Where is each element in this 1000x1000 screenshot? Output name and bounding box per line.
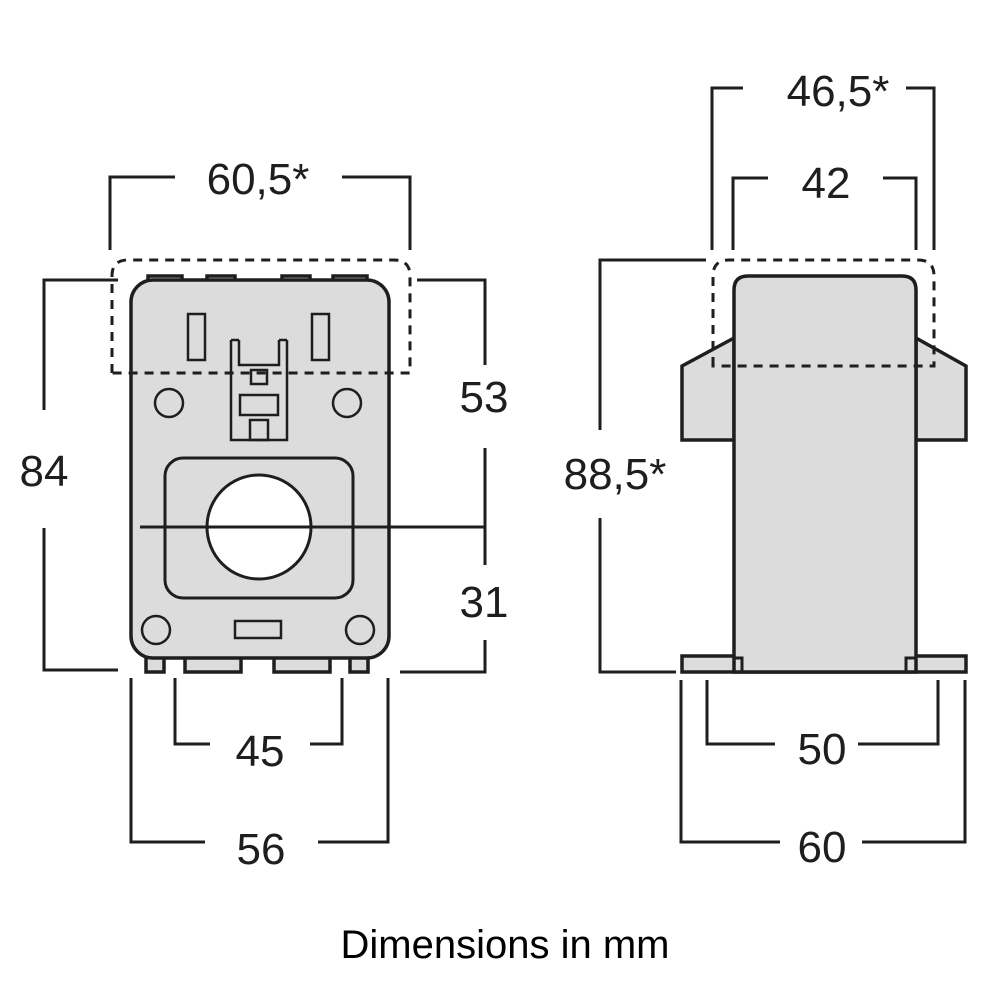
mount-hole-top-left: [153, 387, 185, 419]
dim-front-height-upper-bracket: [42, 278, 118, 410]
dim-front-upper-bracket: [417, 278, 487, 365]
dim-front-upper: 53: [460, 373, 509, 422]
dim-side-feet-left-bracket: [705, 680, 775, 746]
side-wing-right: [914, 335, 968, 442]
caption: Dimensions in mm: [341, 923, 670, 967]
dim-side-top-inner: 42: [802, 159, 851, 208]
dim-front-width-left-bracket: [129, 678, 205, 844]
dim-front-top-left-bracket: [108, 175, 175, 250]
dim-side-top-inner-left-bracket: [731, 176, 768, 250]
dim-front-top-overall: 60,5*: [207, 155, 310, 204]
dim-side-width-right-bracket: [862, 680, 967, 844]
front-view: 60,5* 84 53 31 45 56: [20, 155, 509, 874]
dim-front-top-right-bracket: [342, 175, 412, 250]
dim-side-top-overall-right-bracket: [906, 86, 936, 250]
front-slot-right: [310, 312, 331, 362]
side-wing-left: [680, 335, 736, 442]
dim-front-lower-bracket: [400, 640, 487, 674]
dim-side-top-overall: 46,5*: [787, 67, 890, 116]
mount-hole-bottom-left: [140, 614, 172, 646]
front-label-slot: [233, 619, 283, 640]
side-foot-right: [904, 656, 966, 674]
side-body: [732, 274, 918, 674]
dim-front-height: 84: [20, 447, 69, 496]
dim-front-height-lower-bracket: [42, 528, 118, 672]
dim-front-feet-inner: 45: [236, 727, 285, 776]
mount-hole-bottom-right: [344, 614, 376, 646]
dim-side-width: 60: [798, 823, 847, 872]
dim-side-top-overall-left-bracket: [710, 86, 743, 250]
dim-side-feet-right-bracket: [858, 680, 940, 746]
side-clearance-outline: [711, 258, 936, 368]
dim-side-height: 88,5*: [564, 450, 667, 499]
side-view: 46,5* 42 88,5* 50 60: [564, 67, 968, 872]
dim-front-feet-left-bracket: [173, 678, 210, 746]
dim-front-width: 56: [237, 825, 286, 874]
terminal-clip: [229, 338, 289, 442]
dim-side-height-lower-bracket: [598, 518, 676, 674]
dim-front-lower: 31: [460, 578, 509, 627]
front-clearance-outline: [110, 258, 412, 375]
side-foot-left: [682, 656, 744, 674]
dim-side-feet-inner: 50: [798, 725, 847, 774]
mount-hole-top-right: [331, 387, 363, 419]
dim-side-top-inner-right-bracket: [883, 176, 918, 250]
dim-front-width-right-bracket: [318, 678, 390, 844]
dim-side-height-upper-bracket: [598, 258, 706, 430]
dim-front-feet-right-bracket: [310, 678, 344, 746]
dim-side-width-left-bracket: [679, 680, 780, 844]
front-slot-left: [186, 312, 207, 362]
